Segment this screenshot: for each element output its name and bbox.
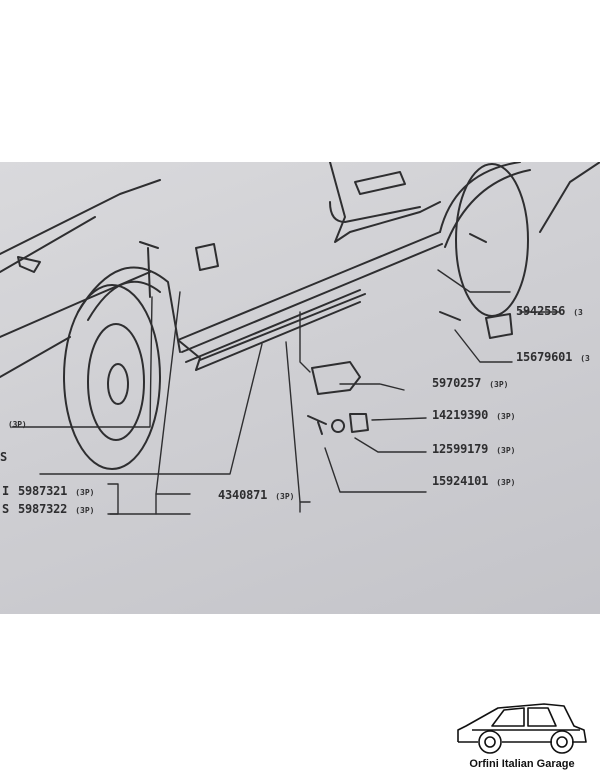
sill-strip-lower <box>185 289 361 363</box>
logo-text: Orfini Italian Garage <box>469 758 575 770</box>
front-wheel-hub <box>107 363 129 405</box>
rear-door-frame <box>329 201 421 223</box>
part-label-5942556: 5942556(3 <box>516 304 583 318</box>
left-edge-tag: (3P) <box>8 420 27 429</box>
car-window-line <box>0 216 96 273</box>
front-wheel <box>63 284 161 470</box>
sill-end-cap <box>177 339 201 371</box>
front-wheel-arch-inner <box>87 280 161 321</box>
clip-icon-left <box>17 256 41 273</box>
leader-4340871 <box>285 341 311 503</box>
clip-icon-top <box>195 243 219 271</box>
car-silhouette-icon <box>457 703 587 754</box>
sill-strip-bottom <box>195 301 361 371</box>
leader-sill-rear <box>299 311 311 373</box>
bolt-icon-rear-lower <box>439 311 461 321</box>
rear-wheel-arch-inner <box>444 169 531 248</box>
garage-logo: Orfini Italian Garage <box>452 696 592 772</box>
rear-wheel <box>455 163 529 317</box>
line-drawing <box>0 162 600 515</box>
bracket-icon <box>311 361 361 395</box>
leader-5970257 <box>339 383 405 391</box>
rear-body-outline <box>329 162 441 243</box>
leader-12599179 <box>354 437 427 453</box>
leader-arch-left <box>109 291 181 515</box>
parts-diagram-photo: 5942556(3 15679601(3 5970257(3P) 1421939… <box>0 162 600 614</box>
part-label-5987321: 5987321(3P) <box>18 484 95 498</box>
part-label-4340871: 4340871(3P) <box>218 488 295 502</box>
rear-bracket-icon <box>354 171 406 195</box>
bolt-icon-rear <box>469 233 487 243</box>
bolt-icon-top-left <box>139 241 159 298</box>
left-edge-letter-s2: S <box>2 502 10 516</box>
clip-icon-rear <box>485 313 513 339</box>
sill-strip-mid <box>181 243 443 353</box>
front-wheel-rim <box>87 323 145 441</box>
leader-strip-left <box>39 343 263 475</box>
left-edge-letter-s: S <box>0 450 8 464</box>
leader-14219390 <box>371 417 427 421</box>
leader-5942556 <box>437 269 511 293</box>
leader-bolt-top-left <box>11 296 153 428</box>
bolt-icon-lower <box>307 415 327 435</box>
part-label-5970257: 5970257(3P) <box>432 376 509 390</box>
sill-lower-trim <box>199 293 366 361</box>
part-label-15924101: 15924101(3P) <box>432 474 516 488</box>
part-label-12599179: 12599179(3P) <box>432 442 516 456</box>
rear-quarter <box>539 162 600 233</box>
sill-strip-top <box>177 231 441 341</box>
washer-icon <box>331 419 346 433</box>
leader-15679601 <box>454 329 513 363</box>
part-label-5987322: 5987322(3P) <box>18 502 95 516</box>
car-roof-line <box>0 179 161 255</box>
bracket-brace <box>107 483 119 515</box>
car-door-line <box>0 336 71 378</box>
left-edge-letter-i: I <box>2 484 10 498</box>
nut-icon <box>349 413 369 433</box>
part-label-15679601: 15679601(3 <box>516 350 590 364</box>
leader-arch-branch <box>155 493 191 515</box>
leader-15924101 <box>324 447 427 493</box>
part-label-14219390: 14219390(3P) <box>432 408 516 422</box>
